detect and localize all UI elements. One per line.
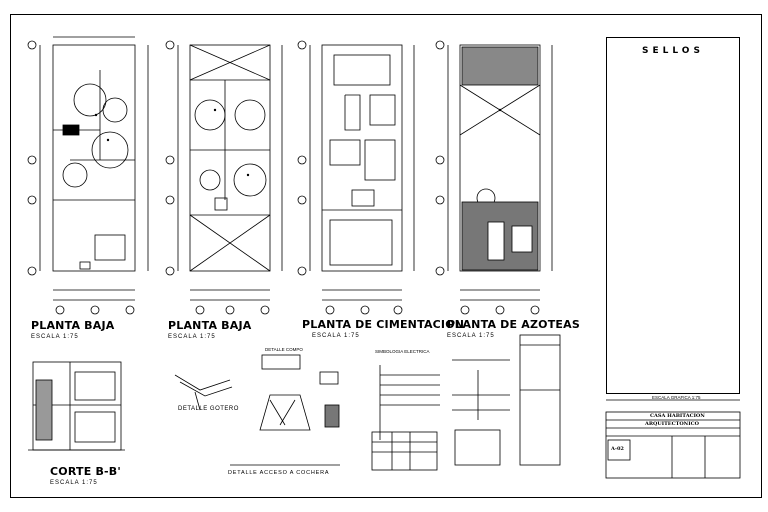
sellos-heading: SELLOS [642, 46, 704, 56]
detail-acceso [230, 354, 340, 466]
plan-1-title: PLANTA BAJA [31, 319, 115, 332]
detail-gotero [174, 374, 233, 411]
project-name: CASA HABITACION [650, 413, 705, 419]
section-scale: ESCALA 1:75 [50, 480, 98, 486]
simbologia-label: SIMBOLOGIA ELECTRICA [375, 349, 430, 354]
detail-gotero-label: DETALLE GOTERO [178, 406, 239, 412]
section-title: CORTE B-B' [50, 465, 121, 478]
detail-acceso-label: DETALLE ACCESO A COCHERA [228, 470, 330, 476]
plan-4-scale: ESCALA 1:75 [447, 333, 495, 339]
plan-1-scale: ESCALA 1:75 [31, 334, 79, 340]
plan-4-title: PLANTA DE AZOTEAS [447, 318, 580, 331]
detail-compo-label: DETALLE COMPO [265, 347, 303, 352]
plan-2-drawing [177, 44, 283, 301]
plan-marks [94, 108, 502, 177]
plan-2-scale: ESCALA 1:75 [168, 334, 216, 340]
sheet-number: A-02 [611, 446, 624, 452]
plan-1-drawing [39, 36, 149, 301]
drawing-sheet-border [10, 14, 762, 498]
plan-4-drawing [447, 44, 553, 301]
plan-3-title: PLANTA DE CIMENTACION [302, 318, 465, 331]
detail-electrical [371, 334, 561, 471]
drawing-name: ARQUITECTONICO [645, 421, 699, 427]
title-block-lines [605, 399, 741, 479]
graphic-scale-label: ESCALA GRAFICA 1:75 [652, 395, 701, 400]
plan-3-scale: ESCALA 1:75 [312, 333, 360, 339]
grid-bubbles [27, 40, 540, 315]
sellos-box: SELLOS [606, 37, 740, 394]
section-drawing [28, 361, 125, 451]
plan-3-drawing [309, 44, 415, 301]
plan-2-title: PLANTA BAJA [168, 319, 252, 332]
